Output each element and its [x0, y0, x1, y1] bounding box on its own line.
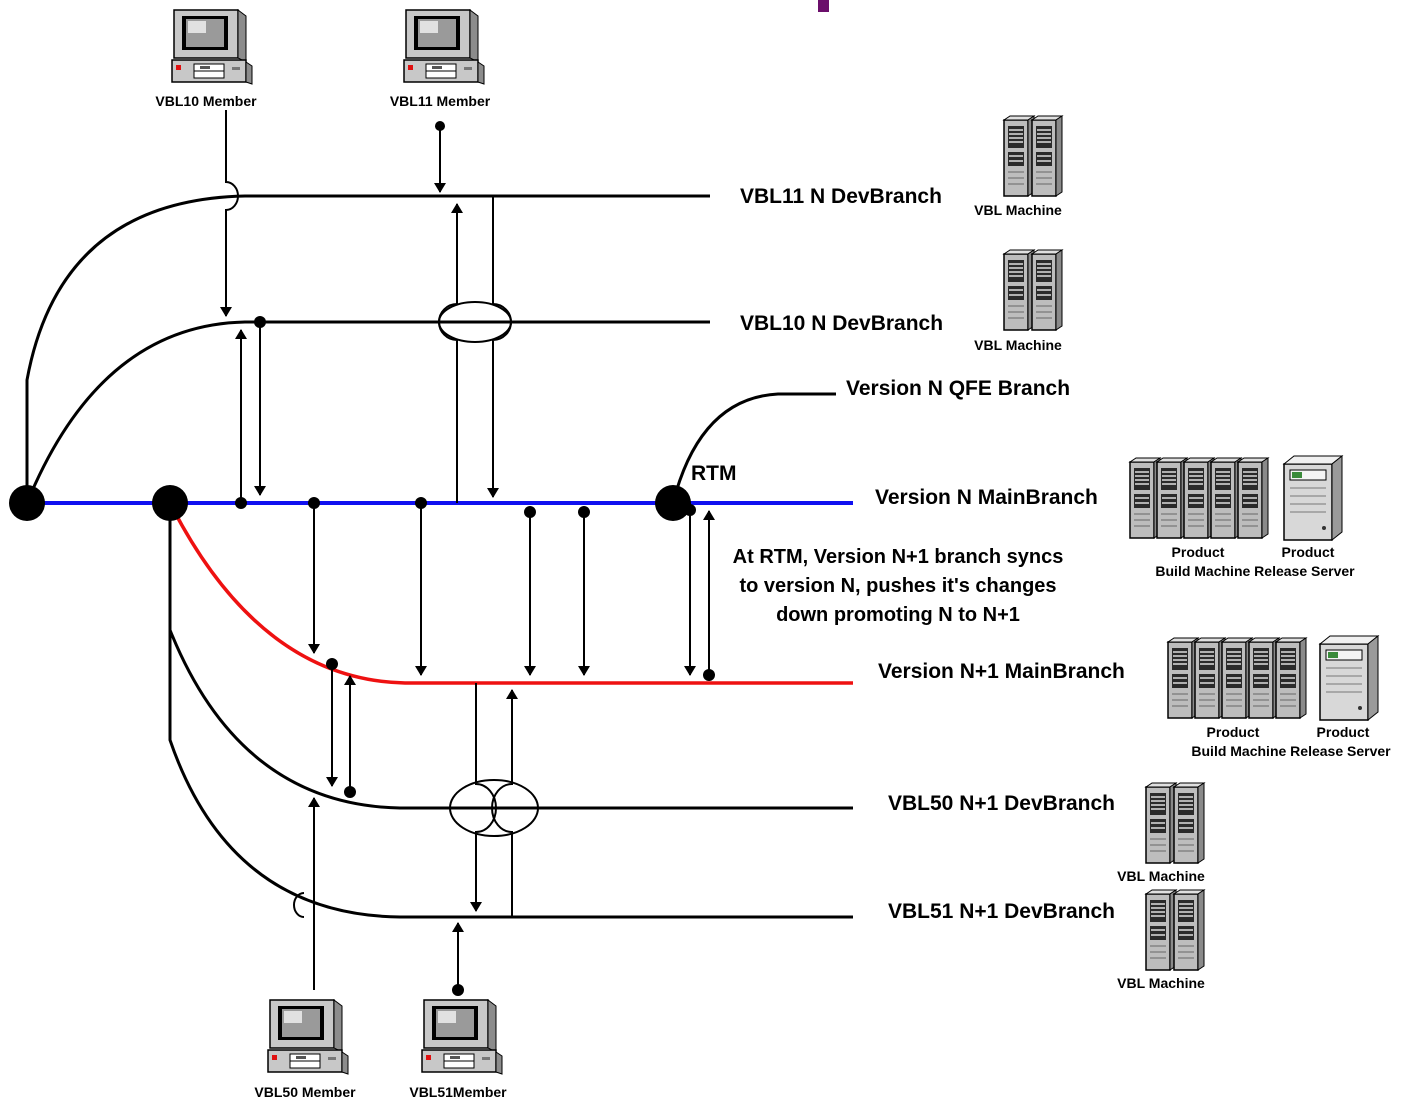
branch-label-vbl10: VBL10 N DevBranch [740, 312, 943, 335]
accent-bar [818, 0, 829, 12]
main-n1-product-left: Product [1207, 724, 1260, 740]
main-n1-release-server-icon [1320, 636, 1378, 720]
root-node [9, 485, 45, 521]
vbl50-fi-dot [344, 786, 356, 798]
main-n-release-server-icon [1284, 456, 1342, 540]
branch-label-vbl11: VBL11 N DevBranch [740, 185, 942, 208]
vbl51-machine-icon [1146, 890, 1204, 970]
vbl10-branch-line [27, 322, 710, 503]
main-n-product-line2: Build Machine Release Server [1155, 563, 1355, 579]
rtm-note-line-1: At RTM, Version N+1 branch syncs [733, 546, 1064, 568]
n1-fork-node [152, 485, 188, 521]
vbl50-member-label: VBL50 Member [254, 1084, 356, 1100]
merge-dot-2 [415, 497, 427, 509]
vbl51-member-label: VBL51Member [409, 1084, 507, 1100]
vbl51-reverse-integrate [476, 683, 496, 911]
vbl10-machine-label: VBL Machine [974, 337, 1062, 353]
vbl11-member-label: VBL11 Member [390, 93, 491, 109]
branch-label-main-n: Version N MainBranch [875, 486, 1098, 509]
vbl11-machine-label: VBL Machine [974, 202, 1062, 218]
vbl11-member-dot [435, 121, 445, 131]
qfe-branch-line [673, 394, 836, 503]
main-n1-product-right: Product [1317, 724, 1370, 740]
main-n1-build-machine-icon [1168, 638, 1306, 718]
rtm-node [655, 485, 691, 521]
vbl10-member-icon [172, 10, 252, 84]
vbl10-ri-dot [254, 316, 266, 328]
merge-dot-4 [578, 506, 590, 518]
vbl10-member-merge [226, 110, 238, 316]
vbl50-member-icon [268, 1000, 348, 1074]
vbl11-machine-icon [1004, 116, 1062, 196]
main-n-build-machine-icon [1130, 458, 1268, 538]
merge-dot-1 [308, 497, 320, 509]
rtm-note-line-2: to version N, pushes it's changes [739, 575, 1056, 597]
vbl50-machine-label: VBL Machine [1117, 868, 1205, 884]
main-n-product-right: Product [1282, 544, 1335, 560]
vbl11-branch-line [27, 196, 710, 503]
merge-dot-3 [524, 506, 536, 518]
rtm-push-dot [703, 669, 715, 681]
vbl51-member-icon [422, 1000, 502, 1074]
main-n1-product-line2: Build Machine Release Server [1191, 743, 1391, 759]
rtm-note-line-3: down promoting N to N+1 [776, 604, 1020, 626]
main-n-product-left: Product [1172, 544, 1225, 560]
vbl10-member-label: VBL10 Member [155, 93, 257, 109]
vbl10-fi-dot [235, 497, 247, 509]
branch-label-vbl51: VBL51 N+1 DevBranch [888, 900, 1115, 923]
vbl51-machine-label: VBL Machine [1117, 975, 1205, 991]
branch-label-main-n1: Version N+1 MainBranch [878, 660, 1125, 683]
vbl11-member-icon [404, 10, 484, 84]
rtm-label: RTM [691, 462, 737, 485]
branch-label-vbl50: VBL50 N+1 DevBranch [888, 792, 1115, 815]
vbl50-ri-dot [326, 658, 338, 670]
vbl11-forward-integrate [439, 204, 457, 503]
vbl10-machine-icon [1004, 250, 1062, 330]
vbl11-reverse-integrate [493, 196, 511, 497]
branch-label-qfe: Version N QFE Branch [846, 377, 1070, 400]
vbl51-member-dot [452, 984, 464, 996]
vbl50-machine-icon [1146, 783, 1204, 863]
